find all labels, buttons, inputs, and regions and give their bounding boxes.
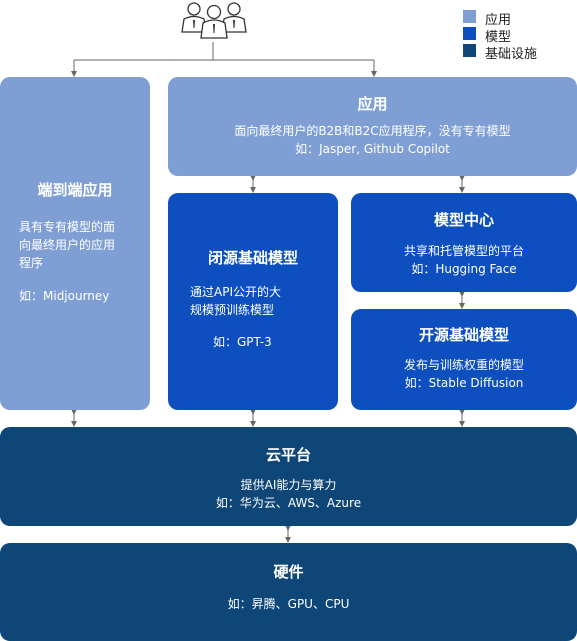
closed-model-desc-line2: 规模预训练模型 bbox=[190, 303, 275, 317]
cloud-example: 如：华为云、AWS、Azure bbox=[215, 496, 362, 510]
application-desc: 面向最终用户的B2B和B2C应用程序，没有专有模型 bbox=[234, 124, 511, 138]
legend-label: 模型 bbox=[485, 30, 512, 45]
open-model-title: 开源基础模型 bbox=[418, 326, 509, 344]
open-model-desc: 发布与训练权重的模型 bbox=[403, 358, 524, 372]
hardware-title: 硬件 bbox=[273, 563, 304, 581]
model-hub-desc: 共享和托管模型的平台 bbox=[403, 244, 524, 258]
cloud-platform-box: 云平台 提供AI能力与算力 如：华为云、AWS、Azure bbox=[0, 427, 577, 526]
model-hub-title: 模型中心 bbox=[433, 211, 494, 229]
legend-label: 应用 bbox=[485, 13, 512, 28]
open-model-example: 如：Stable Diffusion bbox=[404, 376, 524, 390]
legend-swatch bbox=[463, 27, 476, 40]
application-example: 如：Jasper, Github Copilot bbox=[295, 142, 450, 156]
application-box: 应用 面向最终用户的B2B和B2C应用程序，没有专有模型 如：Jasper, G… bbox=[168, 77, 577, 176]
model-hub-example: 如：Hugging Face bbox=[411, 262, 517, 276]
end-to-end-desc-line1: 具有专有模型的面 bbox=[19, 220, 116, 234]
application-title: 应用 bbox=[357, 95, 388, 113]
hardware-example: 如：昇腾、GPU、CPU bbox=[227, 597, 350, 611]
closed-model-example: 如：GPT-3 bbox=[213, 335, 272, 349]
closed-model-title: 闭源基础模型 bbox=[207, 249, 298, 267]
cloud-title: 云平台 bbox=[265, 446, 311, 464]
end-to-end-desc-line2: 向最终用户的应用 bbox=[19, 238, 116, 252]
closed-model-box: 闭源基础模型 通过API公开的大 规模预训练模型 如：GPT-3 bbox=[168, 193, 338, 410]
legend-swatch bbox=[463, 44, 476, 57]
end-to-end-example: 如：Midjourney bbox=[19, 289, 110, 303]
users-group-icon bbox=[181, 2, 247, 39]
legend-swatch bbox=[463, 10, 476, 23]
hardware-box: 硬件 如：昇腾、GPU、CPU bbox=[0, 543, 577, 641]
open-model-box: 开源基础模型 发布与训练权重的模型 如：Stable Diffusion bbox=[351, 309, 577, 410]
cloud-desc: 提供AI能力与算力 bbox=[240, 478, 337, 492]
end-to-end-app-box: 端到端应用 具有专有模型的面 向最终用户的应用 程序 如：Midjourney bbox=[0, 77, 150, 410]
model-hub-box: 模型中心 共享和托管模型的平台 如：Hugging Face bbox=[351, 193, 577, 292]
closed-model-desc-line1: 通过API公开的大 bbox=[190, 285, 281, 299]
legend-label: 基础设施 bbox=[485, 47, 538, 62]
end-to-end-desc-line3: 程序 bbox=[19, 256, 44, 270]
end-to-end-title: 端到端应用 bbox=[37, 181, 113, 199]
